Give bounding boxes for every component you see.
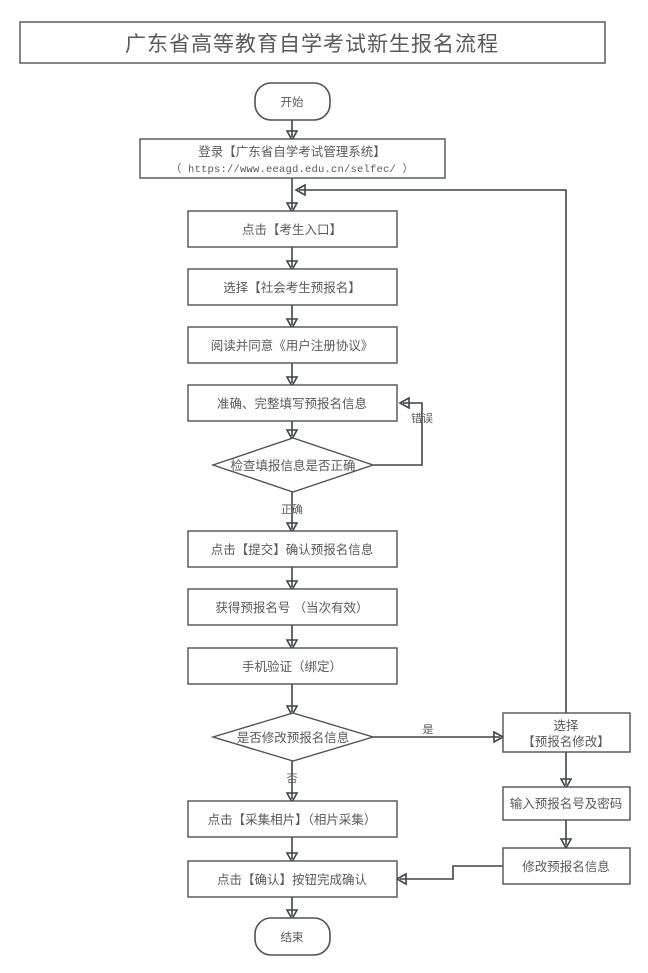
- arrowhead-photo-to-confirm: [285, 852, 299, 864]
- arrowhead-agreement-to-fill: [285, 376, 299, 388]
- node-fill-pre-register-info-label: 准确、完整填写预报名信息: [217, 396, 367, 411]
- arrowhead-login-to-entry: [285, 202, 299, 214]
- arrowhead-number-to-phone: [285, 639, 299, 651]
- arrowhead-confirm-to-end: [285, 909, 299, 921]
- node-branch-input-number-password[interactable]: [502, 786, 631, 821]
- arrowhead-modify-yes: [493, 730, 505, 744]
- edge-label-correct: 正确: [281, 503, 303, 516]
- node-submit-confirm-info[interactable]: [187, 530, 398, 568]
- node-branch-select-modify-label-line2: 【预报名修改】: [522, 734, 610, 749]
- node-login-label-url: （ https://www.eeagd.edu.cn/selfec/ ）: [171, 163, 413, 176]
- node-start[interactable]: [254, 82, 331, 121]
- title-box: [19, 21, 606, 64]
- edge-check-error-loop: [373, 402, 423, 466]
- node-end[interactable]: [254, 917, 331, 956]
- arrowhead-phone-to-modify-decision: [285, 705, 299, 717]
- node-decision-modify-info-label: 是否修改预报名信息: [237, 730, 350, 745]
- node-read-agreement[interactable]: [187, 326, 398, 364]
- arrowhead-branch-modify-to-confirm: [395, 872, 407, 886]
- edge-label-yes: 是: [423, 723, 434, 736]
- arrowhead-select-to-agreement: [285, 318, 299, 330]
- node-candidate-entry-label: 点击【考生入口】: [242, 223, 342, 237]
- node-read-agreement-label: 阅读并同意《用户注册协议》: [211, 338, 374, 353]
- arrowhead-entry-to-select: [285, 260, 299, 272]
- node-phone-verification-label: 手机验证（绑定）: [242, 659, 342, 674]
- node-fill-pre-register-info[interactable]: [187, 384, 398, 422]
- arrowhead-branch-return-to-top: [294, 183, 306, 197]
- node-branch-select-modify[interactable]: [502, 712, 631, 753]
- node-branch-input-number-password-label: 输入预报名号及密码: [510, 796, 623, 811]
- node-branch-modify-info-label: 修改预报名信息: [522, 859, 610, 874]
- arrowhead-modify-no: [285, 792, 299, 804]
- node-branch-modify-info[interactable]: [502, 847, 631, 885]
- node-candidate-entry[interactable]: [187, 210, 398, 248]
- page-title: 广东省高等教育自学考试新生报名流程: [125, 32, 499, 56]
- node-select-social-pre-register[interactable]: [187, 268, 398, 306]
- node-login-label-line1: 登录【广东省自学考试管理系统】: [198, 144, 386, 159]
- arrowhead-branch-input-to-modify: [559, 838, 573, 850]
- arrowhead-check-error-loop: [398, 396, 410, 410]
- edge-modify-branch-return-to-top: [299, 189, 567, 713]
- node-get-pre-register-number[interactable]: [187, 588, 398, 626]
- node-photo-collection[interactable]: [187, 800, 398, 838]
- arrowhead-check-to-submit: [285, 522, 299, 534]
- node-end-label: 结束: [281, 931, 304, 944]
- node-login[interactable]: [139, 138, 446, 179]
- arrowhead-start-to-login: [285, 130, 299, 142]
- node-phone-verification[interactable]: [187, 647, 398, 685]
- arrowhead-fill-to-check: [285, 429, 299, 441]
- node-branch-select-modify-label-line1: 选择: [553, 719, 579, 733]
- node-select-social-pre-register-label: 选择【社会考生预报名】: [223, 280, 361, 295]
- node-decision-modify-info[interactable]: [210, 712, 376, 762]
- node-start-label: 开始: [281, 95, 304, 109]
- node-get-pre-register-number-label: 获得预报名号 （当次有效）: [215, 600, 368, 615]
- edge-label-no: 否: [287, 773, 298, 785]
- node-submit-confirm-info-label: 点击【提交】确认预报名信息: [211, 542, 374, 557]
- node-photo-collection-label: 点击【采集相片】（相片采集）: [208, 812, 377, 827]
- node-final-confirm[interactable]: [187, 860, 398, 898]
- edge-label-error: 错误: [411, 411, 433, 425]
- arrowhead-branch-select-to-input: [559, 778, 573, 790]
- node-final-confirm-label: 点击【确认】按钮完成确认: [217, 872, 368, 887]
- node-decision-check-info[interactable]: [210, 437, 376, 493]
- arrowhead-submit-to-number: [285, 580, 299, 592]
- node-decision-check-info-label: 检查填报信息是否正确: [230, 458, 355, 473]
- edge-branch-modify-to-confirm: [400, 865, 503, 880]
